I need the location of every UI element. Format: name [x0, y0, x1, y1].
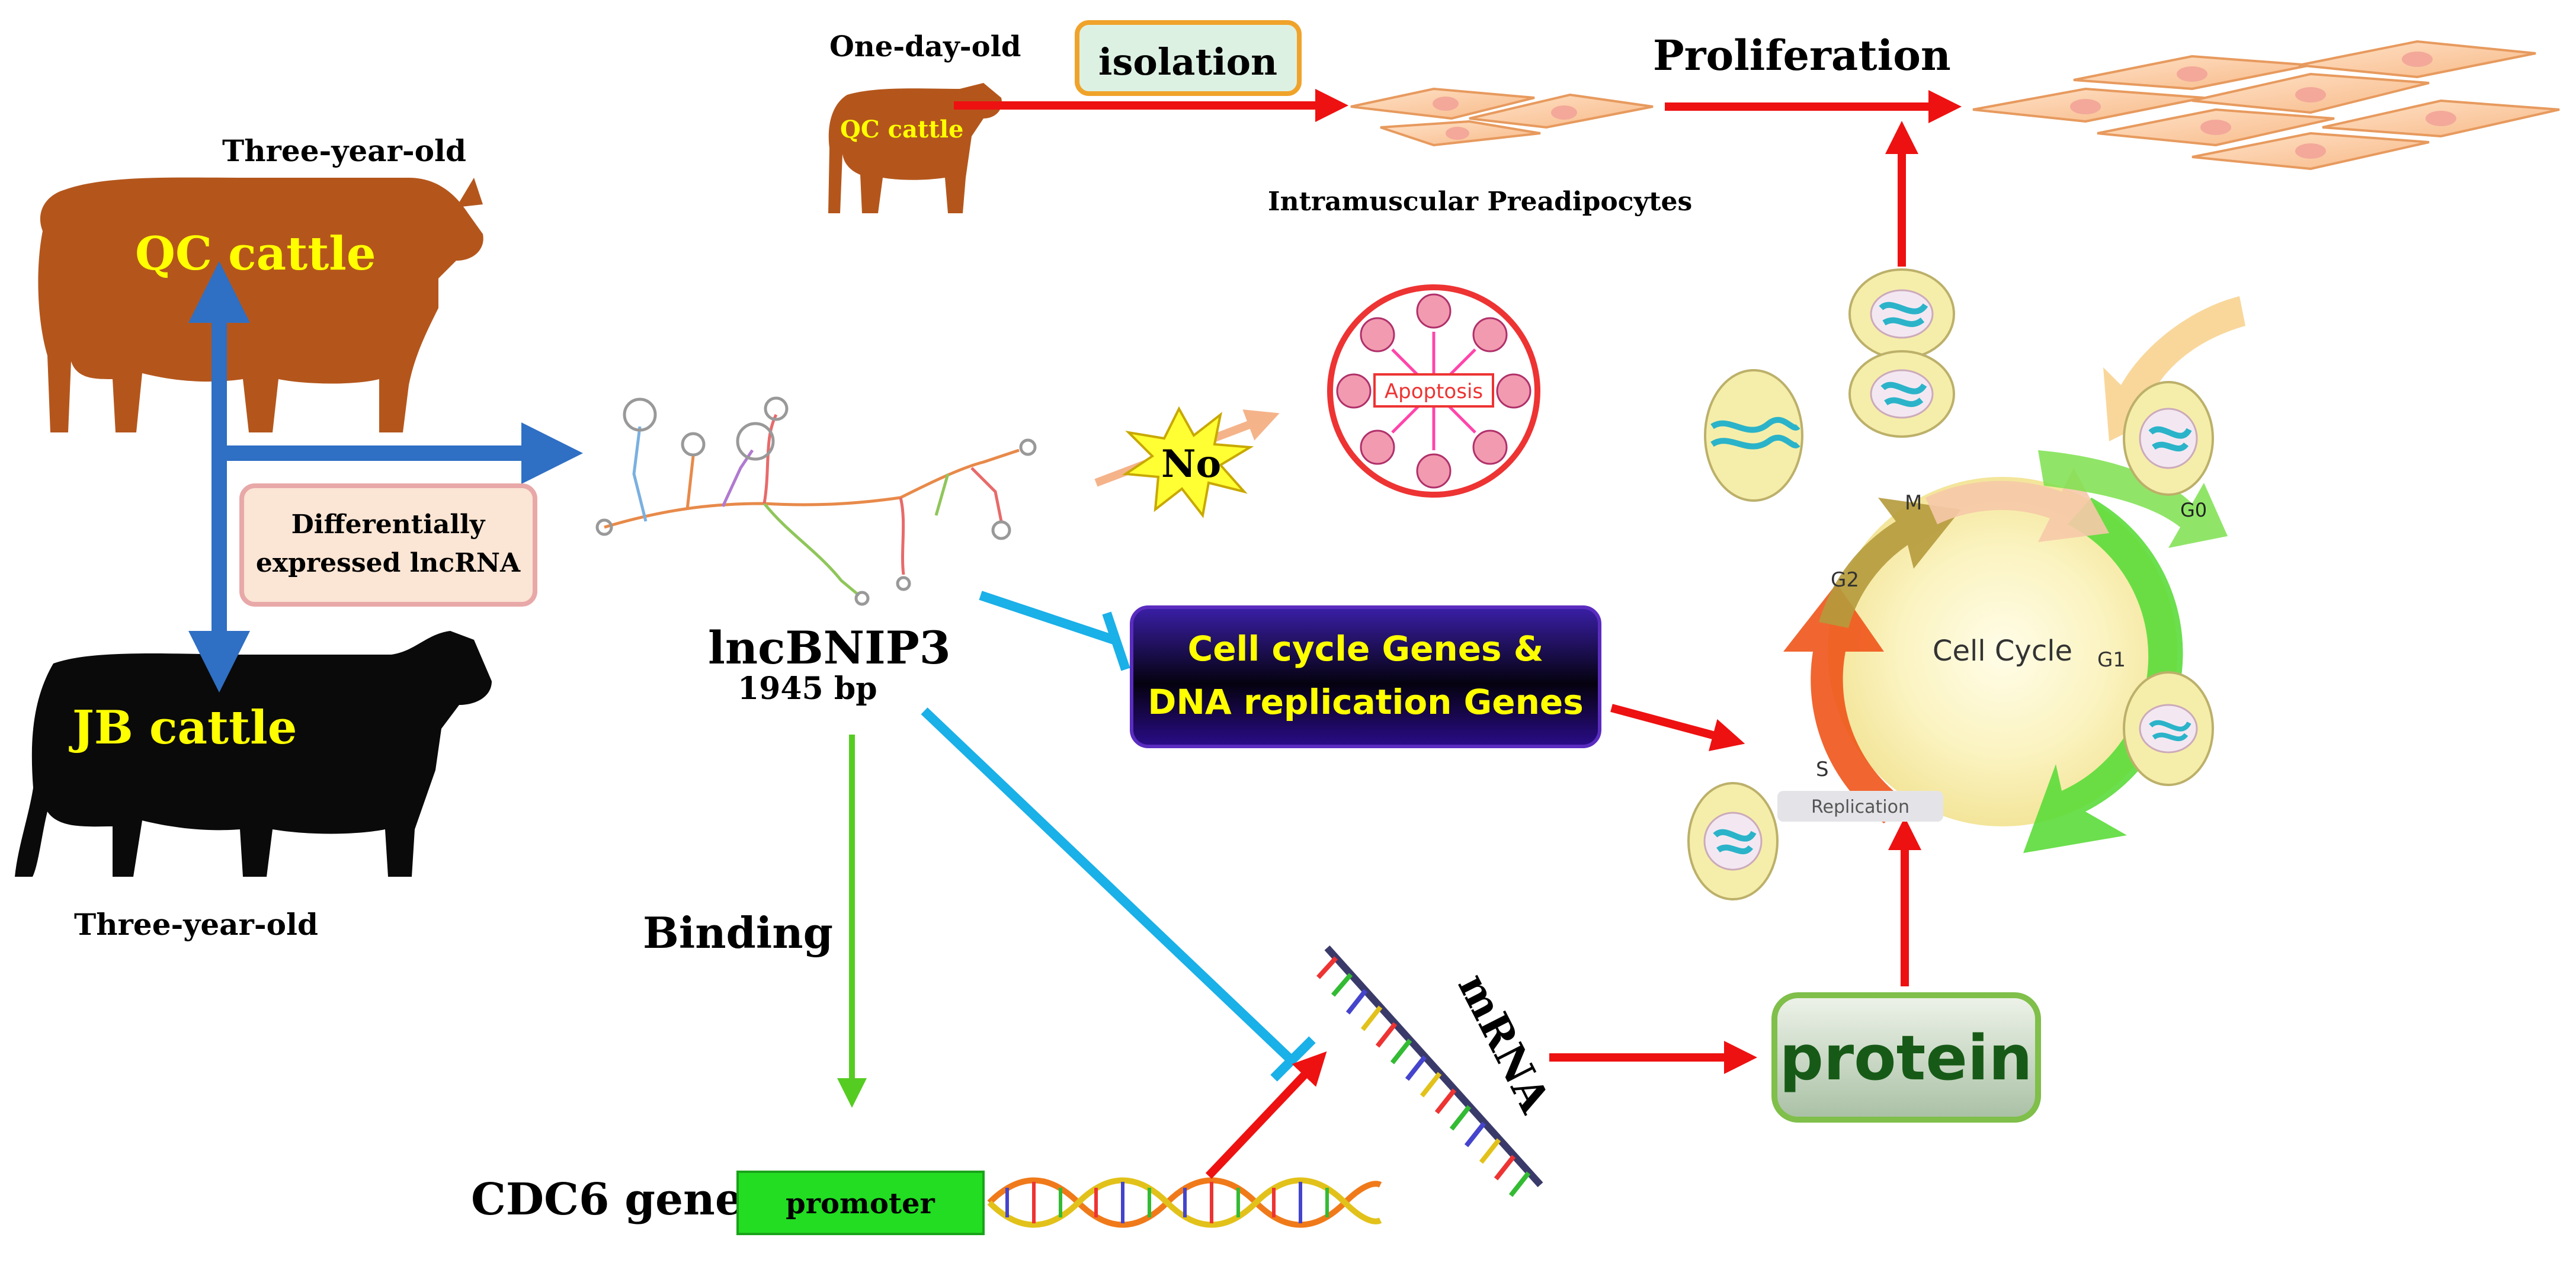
qc-age-label: Three-year-old — [222, 133, 466, 168]
calf-name-label: QC cattle — [840, 116, 963, 143]
protein-box — [1771, 992, 2041, 1123]
phase-g1-label: G1 — [2097, 648, 2126, 672]
inhibit-mrna — [921, 707, 1316, 1082]
differential-line-1: Differentially — [291, 509, 486, 540]
no-burst — [1122, 406, 1254, 518]
genes-box — [1130, 605, 1601, 748]
genes-to-cycle-arrow — [1610, 704, 1745, 751]
isolation-box — [1075, 20, 1302, 96]
blue-arrows — [188, 261, 583, 693]
promoter-box — [736, 1171, 985, 1235]
isolation-label: isolation — [1098, 40, 1277, 84]
cell-cycle-diagram — [1777, 296, 2245, 853]
jb-age-label: Three-year-old — [74, 907, 318, 942]
preadipocytes-cells — [1350, 87, 1654, 147]
lncbnip3-length: 1945 bp — [738, 671, 877, 707]
proliferated-cells — [1972, 40, 2560, 171]
phase-s-label: S — [1816, 758, 1829, 781]
protein-label: protein — [1779, 1022, 2032, 1094]
cdc6-label: CDC6 gene — [471, 1174, 743, 1225]
no-label: No — [1161, 442, 1221, 486]
phase-m-label: M — [1905, 491, 1922, 515]
preadipocytes-label: Intramuscular Preadipocytes — [1268, 187, 1692, 217]
calf-age-label: One-day-old — [829, 30, 1021, 63]
qc-cattle-name: QC cattle — [135, 227, 376, 281]
lncbnip3-label: lncBNIP3 — [708, 621, 951, 674]
genes-line-2: DNA replication Genes — [1148, 682, 1584, 722]
jb-cattle-silhouette — [15, 631, 492, 877]
qc-cattle-silhouette — [38, 177, 483, 432]
replication-label: Replication — [1811, 797, 1909, 818]
calf-silhouette — [828, 83, 1002, 213]
cell-cycle-center-label: Cell Cycle — [1933, 634, 2072, 668]
promoter-label: promoter — [786, 1187, 935, 1220]
mrna-strand — [1316, 945, 1543, 1197]
phase-g2-label: G2 — [1831, 568, 1859, 592]
apoptosis-label: Apoptosis — [1385, 380, 1483, 403]
lncrna-structure — [595, 396, 1037, 606]
apoptosis-cell — [1327, 284, 1540, 498]
phase-g0-right-label: G0 — [2180, 499, 2207, 521]
genes-line-1: Cell cycle Genes & — [1188, 629, 1544, 669]
differential-box — [239, 483, 537, 607]
cycle-cells — [1687, 268, 2214, 900]
inhibit-genes — [979, 591, 1130, 671]
dna-helix — [987, 1177, 1382, 1228]
transcription-arrow — [1205, 1051, 1327, 1179]
jb-cattle-name: JB cattle — [69, 701, 297, 755]
differential-line-2: expressed lncRNA — [256, 548, 521, 578]
proliferation-label: Proliferation — [1653, 31, 1951, 80]
binding-label: Binding — [643, 908, 833, 958]
